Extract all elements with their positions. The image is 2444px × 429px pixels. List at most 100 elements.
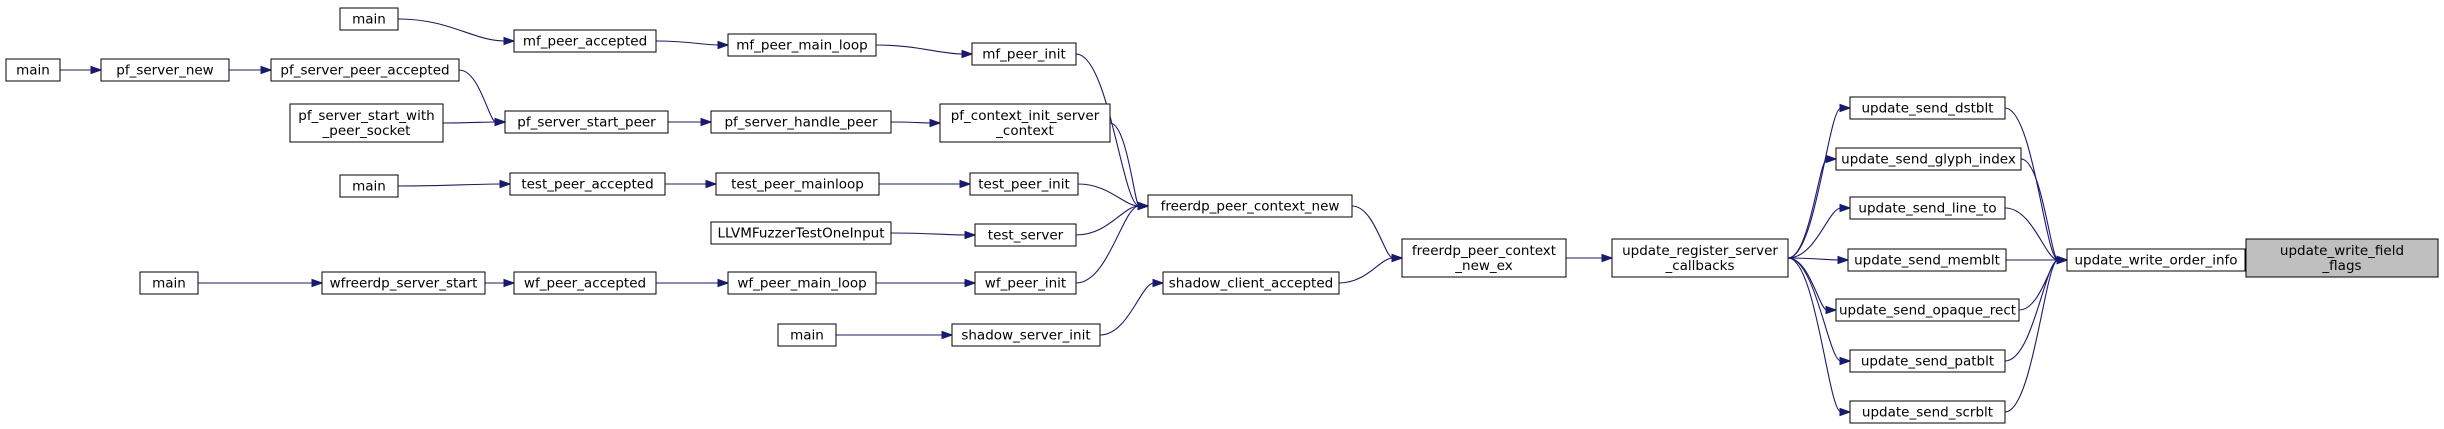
node-label: mf_peer_init bbox=[982, 47, 1066, 63]
edge-line bbox=[655, 40, 720, 46]
node-mf-peer-init[interactable]: mf_peer_init bbox=[971, 42, 1077, 66]
node-shadow-server-init[interactable]: shadow_server_init bbox=[951, 323, 1101, 347]
node-box bbox=[939, 103, 1111, 143]
edge-arrowhead bbox=[705, 179, 718, 189]
node-wf-peer-accepted[interactable]: wf_peer_accepted bbox=[513, 271, 657, 295]
edge-test_peer_accepted-to-test_peer_mainloop bbox=[665, 179, 718, 189]
edge-arrowhead bbox=[964, 278, 977, 288]
node-label: wfreerdp_server_start bbox=[330, 276, 478, 292]
node-box bbox=[727, 271, 877, 295]
node-wfreerdp-server-start[interactable]: wfreerdp_server_start bbox=[321, 271, 486, 295]
edge-update_register_server_callbacks-to-update_send_line_to bbox=[1787, 203, 1852, 259]
node-label: update_send_patblt bbox=[1861, 354, 1994, 370]
node-box bbox=[1835, 298, 2020, 322]
node-update-write-order-info[interactable]: update_write_order_info bbox=[2066, 248, 2246, 272]
node-test-peer-init[interactable]: test_peer_init bbox=[969, 172, 1079, 196]
node-label: pf_server_peer_accepted bbox=[280, 63, 449, 79]
node-label: mf_peer_accepted bbox=[523, 34, 647, 50]
node-main-wf[interactable]: main bbox=[139, 271, 199, 295]
node-box bbox=[270, 58, 460, 82]
node-pf-context-init-server-context[interactable]: pf_context_init_server_context bbox=[939, 103, 1111, 143]
node-box bbox=[969, 172, 1079, 196]
node-update-send-opaque-rect[interactable]: update_send_opaque_rect bbox=[1835, 298, 2020, 322]
edge-line bbox=[890, 121, 932, 124]
node-box bbox=[971, 42, 1077, 66]
node-main-pf[interactable]: main bbox=[5, 58, 61, 82]
edge-line bbox=[397, 183, 502, 187]
edge-freerdp_peer_context_new-to-freerdp_peer_context_new_ex bbox=[1351, 205, 1404, 263]
edge-line bbox=[1075, 205, 1140, 284]
node-label: _flags bbox=[2321, 258, 2361, 274]
node-update-send-line-to[interactable]: update_send_line_to bbox=[1849, 196, 2006, 220]
node-pf-server-new[interactable]: pf_server_new bbox=[100, 58, 230, 82]
node-pf-server-peer-accepted[interactable]: pf_server_peer_accepted bbox=[270, 58, 460, 82]
node-update-send-glyph-index[interactable]: update_send_glyph_index bbox=[1835, 147, 2022, 171]
edge-line bbox=[1077, 183, 1140, 207]
node-label: test_peer_mainloop bbox=[731, 177, 864, 193]
edge-line bbox=[1099, 282, 1155, 336]
edge-arrowhead bbox=[90, 65, 103, 75]
node-LLVMFuzzerTestOneInput[interactable]: LLVMFuzzerTestOneInput bbox=[710, 221, 892, 245]
node-update-send-scrblt[interactable]: update_send_scrblt bbox=[1849, 400, 2006, 424]
node-box bbox=[1611, 238, 1789, 278]
edge-line bbox=[397, 18, 506, 42]
edge-line bbox=[890, 232, 967, 236]
edge-arrowhead bbox=[499, 179, 512, 189]
node-update-send-dstblt[interactable]: update_send_dstblt bbox=[1849, 96, 2006, 120]
node-shadow-client-accepted[interactable]: shadow_client_accepted bbox=[1162, 271, 1340, 295]
node-freerdp-peer-context-new-ex[interactable]: freerdp_peer_context_new_ex bbox=[1401, 238, 1567, 278]
node-box bbox=[339, 7, 399, 31]
node-box bbox=[951, 323, 1101, 347]
edge-wf_peer_main_loop-to-wf_peer_init bbox=[875, 278, 977, 288]
edge-wf_peer_accepted-to-wf_peer_main_loop bbox=[655, 278, 730, 288]
node-main-test[interactable]: main bbox=[339, 174, 399, 198]
node-mf-peer-main-loop[interactable]: mf_peer_main_loop bbox=[727, 33, 877, 57]
edge-arrowhead bbox=[2056, 255, 2069, 265]
node-box bbox=[710, 221, 892, 245]
edge-mf_peer_main_loop-to-mf_peer_init bbox=[875, 44, 974, 59]
node-update-send-memblt[interactable]: update_send_memblt bbox=[1847, 248, 2007, 272]
node-box bbox=[513, 271, 657, 295]
node-wf-peer-main-loop[interactable]: wf_peer_main_loop bbox=[727, 271, 877, 295]
edge-pf_server_start_with_peer_socket-to-pf_server_start_peer bbox=[442, 117, 507, 127]
node-label: main bbox=[352, 12, 386, 28]
node-wf-peer-init[interactable]: wf_peer_init bbox=[974, 271, 1077, 295]
node-box bbox=[139, 271, 199, 295]
node-test-peer-accepted[interactable]: test_peer_accepted bbox=[509, 172, 666, 196]
edge-main_test-to-test_peer_accepted bbox=[397, 179, 512, 189]
edge-line bbox=[875, 44, 964, 55]
node-test-server[interactable]: test_server bbox=[974, 223, 1077, 247]
node-label: _new_ex bbox=[1454, 258, 1512, 274]
node-label: update_register_server bbox=[1622, 243, 1778, 259]
node-label: wf_peer_main_loop bbox=[737, 276, 866, 292]
node-update-register-server-callbacks[interactable]: update_register_server_callbacks bbox=[1611, 238, 1789, 278]
edge-line bbox=[2004, 107, 2059, 261]
node-box bbox=[339, 174, 399, 198]
edge-line bbox=[1787, 207, 1842, 259]
edge-update_send_line_to-to-update_write_order_info bbox=[2004, 207, 2069, 265]
edge-mf_peer_accepted-to-mf_peer_main_loop bbox=[655, 40, 730, 50]
edge-line bbox=[1075, 205, 1140, 236]
node-freerdp-peer-context-new[interactable]: freerdp_peer_context_new bbox=[1147, 194, 1353, 218]
edge-arrowhead bbox=[1825, 154, 1838, 164]
node-box bbox=[715, 172, 880, 196]
edge-arrowhead bbox=[1839, 203, 1852, 213]
node-update-send-patblt[interactable]: update_send_patblt bbox=[1849, 349, 2006, 373]
edge-update_send_opaque_rect-to-update_write_order_info bbox=[2018, 255, 2069, 311]
node-label: main bbox=[16, 63, 50, 79]
node-mf-peer-accepted[interactable]: mf_peer_accepted bbox=[513, 29, 657, 53]
edge-pf_server_handle_peer-to-pf_context_init_server_context bbox=[890, 118, 942, 128]
edge-shadow_server_init-to-shadow_client_accepted bbox=[1099, 278, 1165, 336]
node-pf-server-start-peer[interactable]: pf_server_start_peer bbox=[504, 110, 669, 134]
node-label: test_peer_accepted bbox=[521, 177, 653, 193]
node-update-write-field-flags[interactable]: update_write_field_flags bbox=[2245, 238, 2439, 278]
node-label: main bbox=[790, 328, 824, 344]
node-test-peer-mainloop[interactable]: test_peer_mainloop bbox=[715, 172, 880, 196]
node-pf-server-handle-peer[interactable]: pf_server_handle_peer bbox=[710, 110, 892, 134]
node-main-shadow[interactable]: main bbox=[777, 323, 837, 347]
edge-line bbox=[442, 121, 497, 124]
node-main-mf[interactable]: main bbox=[339, 7, 399, 31]
edge-arrowhead bbox=[1391, 253, 1404, 263]
node-box bbox=[1849, 96, 2006, 120]
node-pf-server-start-with-peer-socket[interactable]: pf_server_start_with_peer_socket bbox=[289, 103, 444, 143]
